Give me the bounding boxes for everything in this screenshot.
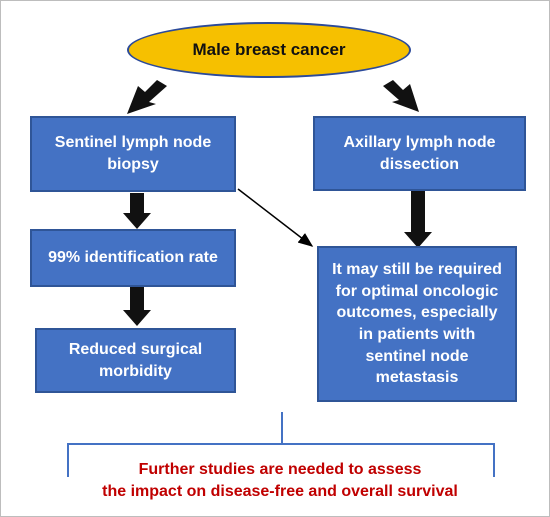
box-identification-rate: 99% identification rate xyxy=(30,229,236,287)
footer-line-1: Further studies are needed to assess xyxy=(138,461,422,478)
footer-line-2: the impact on disease-free and overall s… xyxy=(102,483,458,501)
box-sentinel-node-biopsy: Sentinel lymph node biopsy xyxy=(30,116,236,192)
box-axillary-dissection: Axillary lymph node dissection xyxy=(313,116,526,191)
footer-note: Further studies are needed to assess the… xyxy=(70,459,490,504)
box-reduced-morbidity: Reduced surgical morbidity xyxy=(35,328,236,393)
arrow-root-to-alnd xyxy=(383,80,419,112)
root-ellipse: Male breast cancer xyxy=(127,22,411,78)
box-sentinel-node-biopsy-label: Sentinel lymph node biopsy xyxy=(54,134,212,173)
arrow-slnb-to-identification xyxy=(123,193,151,229)
box-still-required: It may still be required for optimal onc… xyxy=(317,246,517,402)
arrow-root-to-slnb xyxy=(127,80,167,114)
box-still-required-label: It may still be required for optimal onc… xyxy=(332,261,502,387)
footer-bracket xyxy=(67,412,495,477)
arrow-identification-to-morbidity xyxy=(123,287,151,326)
arrow-slnb-to-required xyxy=(237,188,314,247)
arrow-alnd-to-required xyxy=(404,191,432,248)
box-reduced-morbidity-label: Reduced surgical morbidity xyxy=(68,340,203,380)
box-identification-rate-label: 99% identification rate xyxy=(48,249,218,267)
root-label: Male breast cancer xyxy=(192,40,346,59)
box-axillary-dissection-label: Axillary lymph node dissection xyxy=(343,133,496,173)
